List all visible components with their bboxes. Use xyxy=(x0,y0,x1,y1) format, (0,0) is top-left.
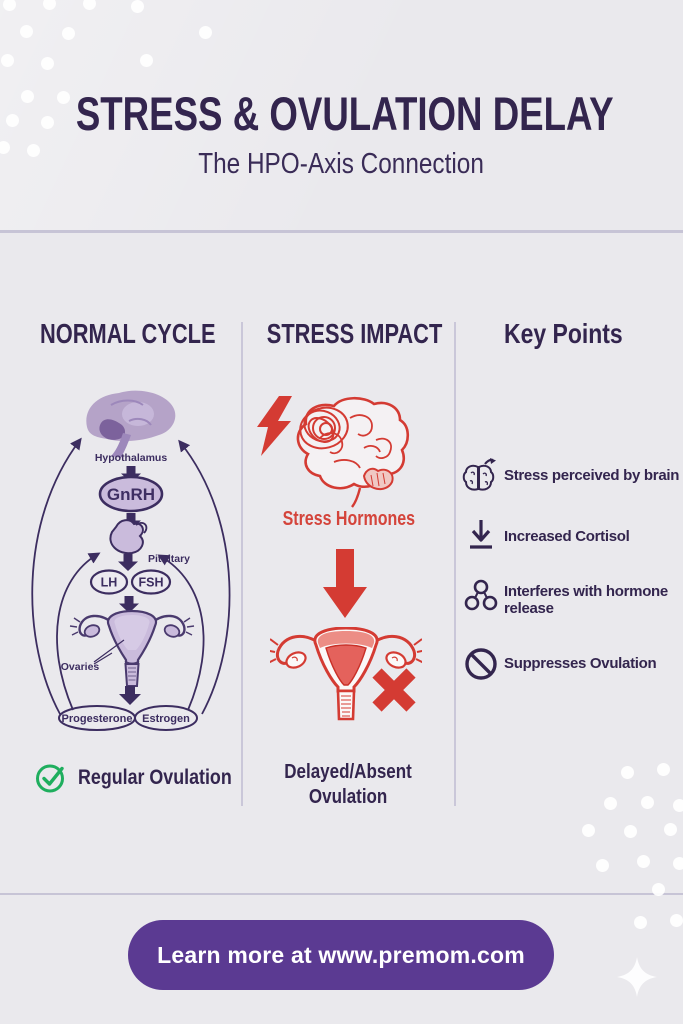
decorative-dot xyxy=(651,882,665,896)
key-point-label: Increased Cortisol xyxy=(504,528,630,545)
x-mark-icon xyxy=(372,668,416,712)
down-arrow-icon xyxy=(119,686,141,705)
decorative-dot xyxy=(20,89,34,103)
uterus-stressed-illustration xyxy=(270,627,422,721)
decorative-dot xyxy=(2,0,16,11)
key-point-label: Suppresses Ovulation xyxy=(504,655,657,672)
decorative-dot xyxy=(198,25,212,39)
decorative-dot xyxy=(603,796,617,810)
fsh-node xyxy=(130,569,172,595)
down-arrow-icon xyxy=(118,554,138,571)
column-divider-left xyxy=(241,322,243,806)
estrogen-node xyxy=(134,705,198,731)
normal-cycle-heading: NORMAL CYCLE xyxy=(40,318,216,349)
ovaries-pointer-lines xyxy=(93,639,125,665)
decorative-dot xyxy=(19,24,33,38)
decorative-dot xyxy=(0,140,10,154)
stress-scribble xyxy=(299,406,349,450)
sparkle-icon xyxy=(617,957,657,997)
key-points-heading: Key Points xyxy=(504,318,623,349)
header-divider xyxy=(0,230,683,233)
decorative-dot xyxy=(130,0,144,13)
decorative-dot xyxy=(26,143,40,157)
decorative-dot xyxy=(0,53,14,67)
ovaries-label: Ovaries xyxy=(61,661,100,673)
decorative-dot xyxy=(636,854,650,868)
regular-ovulation-label: Regular Ovulation xyxy=(78,765,232,789)
lightning-icon xyxy=(257,396,292,456)
pituitary-illustration xyxy=(109,519,148,555)
decorative-dot xyxy=(669,913,683,927)
decorative-dot xyxy=(5,113,19,127)
estrogen-label: Estrogen xyxy=(142,713,190,725)
lh-label: LH xyxy=(101,576,118,590)
brain-arrow-icon xyxy=(462,458,496,491)
regular-ovulation-row: Regular Ovulation xyxy=(34,761,259,794)
progesterone-label: Progesterone xyxy=(62,713,133,725)
fsh-label: FSH xyxy=(139,576,164,590)
molecule-icon xyxy=(464,579,498,611)
down-arrow-icon xyxy=(470,520,492,549)
decorative-dot xyxy=(40,115,54,129)
feedback-arrows xyxy=(31,437,231,715)
footer-divider xyxy=(0,893,683,895)
uterus-illustration xyxy=(69,609,195,687)
big-down-arrow-icon xyxy=(323,549,367,618)
pituitary-label: Pituitary xyxy=(148,553,190,565)
key-point-label: Stress perceived by brain xyxy=(504,467,680,484)
page-subtitle: The HPO-Axis Connection xyxy=(198,148,485,180)
decorative-dot xyxy=(56,90,70,104)
hypothalamus-label: Hypothalamus xyxy=(95,452,168,464)
down-arrow-icon xyxy=(119,596,139,613)
stressed-brain-illustration xyxy=(296,396,410,508)
decorative-dot xyxy=(61,26,75,40)
decorative-dot xyxy=(139,53,153,67)
gnrh-label: GnRH xyxy=(107,485,155,504)
stress-impact-heading: STRESS IMPACT xyxy=(266,318,443,349)
down-arrow-icon xyxy=(121,466,141,483)
decorative-dot xyxy=(42,0,56,10)
column-divider-right xyxy=(454,322,456,806)
decorative-dot xyxy=(581,823,595,837)
decorative-dot xyxy=(672,856,683,870)
decorative-dot xyxy=(40,56,54,70)
gnrh-node xyxy=(98,475,164,513)
hpo-axis-diagram: Hypothalamus GnRH Pituitary LH FSH xyxy=(31,390,231,731)
decorative-dot xyxy=(595,858,609,872)
no-symbol-icon xyxy=(465,648,497,680)
decorative-dot xyxy=(82,0,96,10)
brain-illustration xyxy=(86,390,176,458)
decorative-dot xyxy=(633,915,647,929)
lh-node xyxy=(89,569,129,595)
decorative-dot xyxy=(672,798,683,812)
decorative-dot xyxy=(623,824,637,838)
page-title: STRESS & OVULATION DELAY xyxy=(75,87,614,140)
key-point-label: Interferes with hormone release xyxy=(504,583,668,617)
learn-more-button[interactable]: Learn more at www.premom.com xyxy=(128,920,554,990)
decorative-dot xyxy=(640,795,654,809)
decorative-dot xyxy=(663,822,677,836)
decorative-dot xyxy=(620,765,634,779)
check-circle-icon xyxy=(36,764,64,793)
decorative-dot xyxy=(656,762,670,776)
delayed-ovulation-label: Delayed/Absent Ovulation xyxy=(284,761,413,808)
stress-hormones-label: Stress Hormones xyxy=(282,508,415,530)
